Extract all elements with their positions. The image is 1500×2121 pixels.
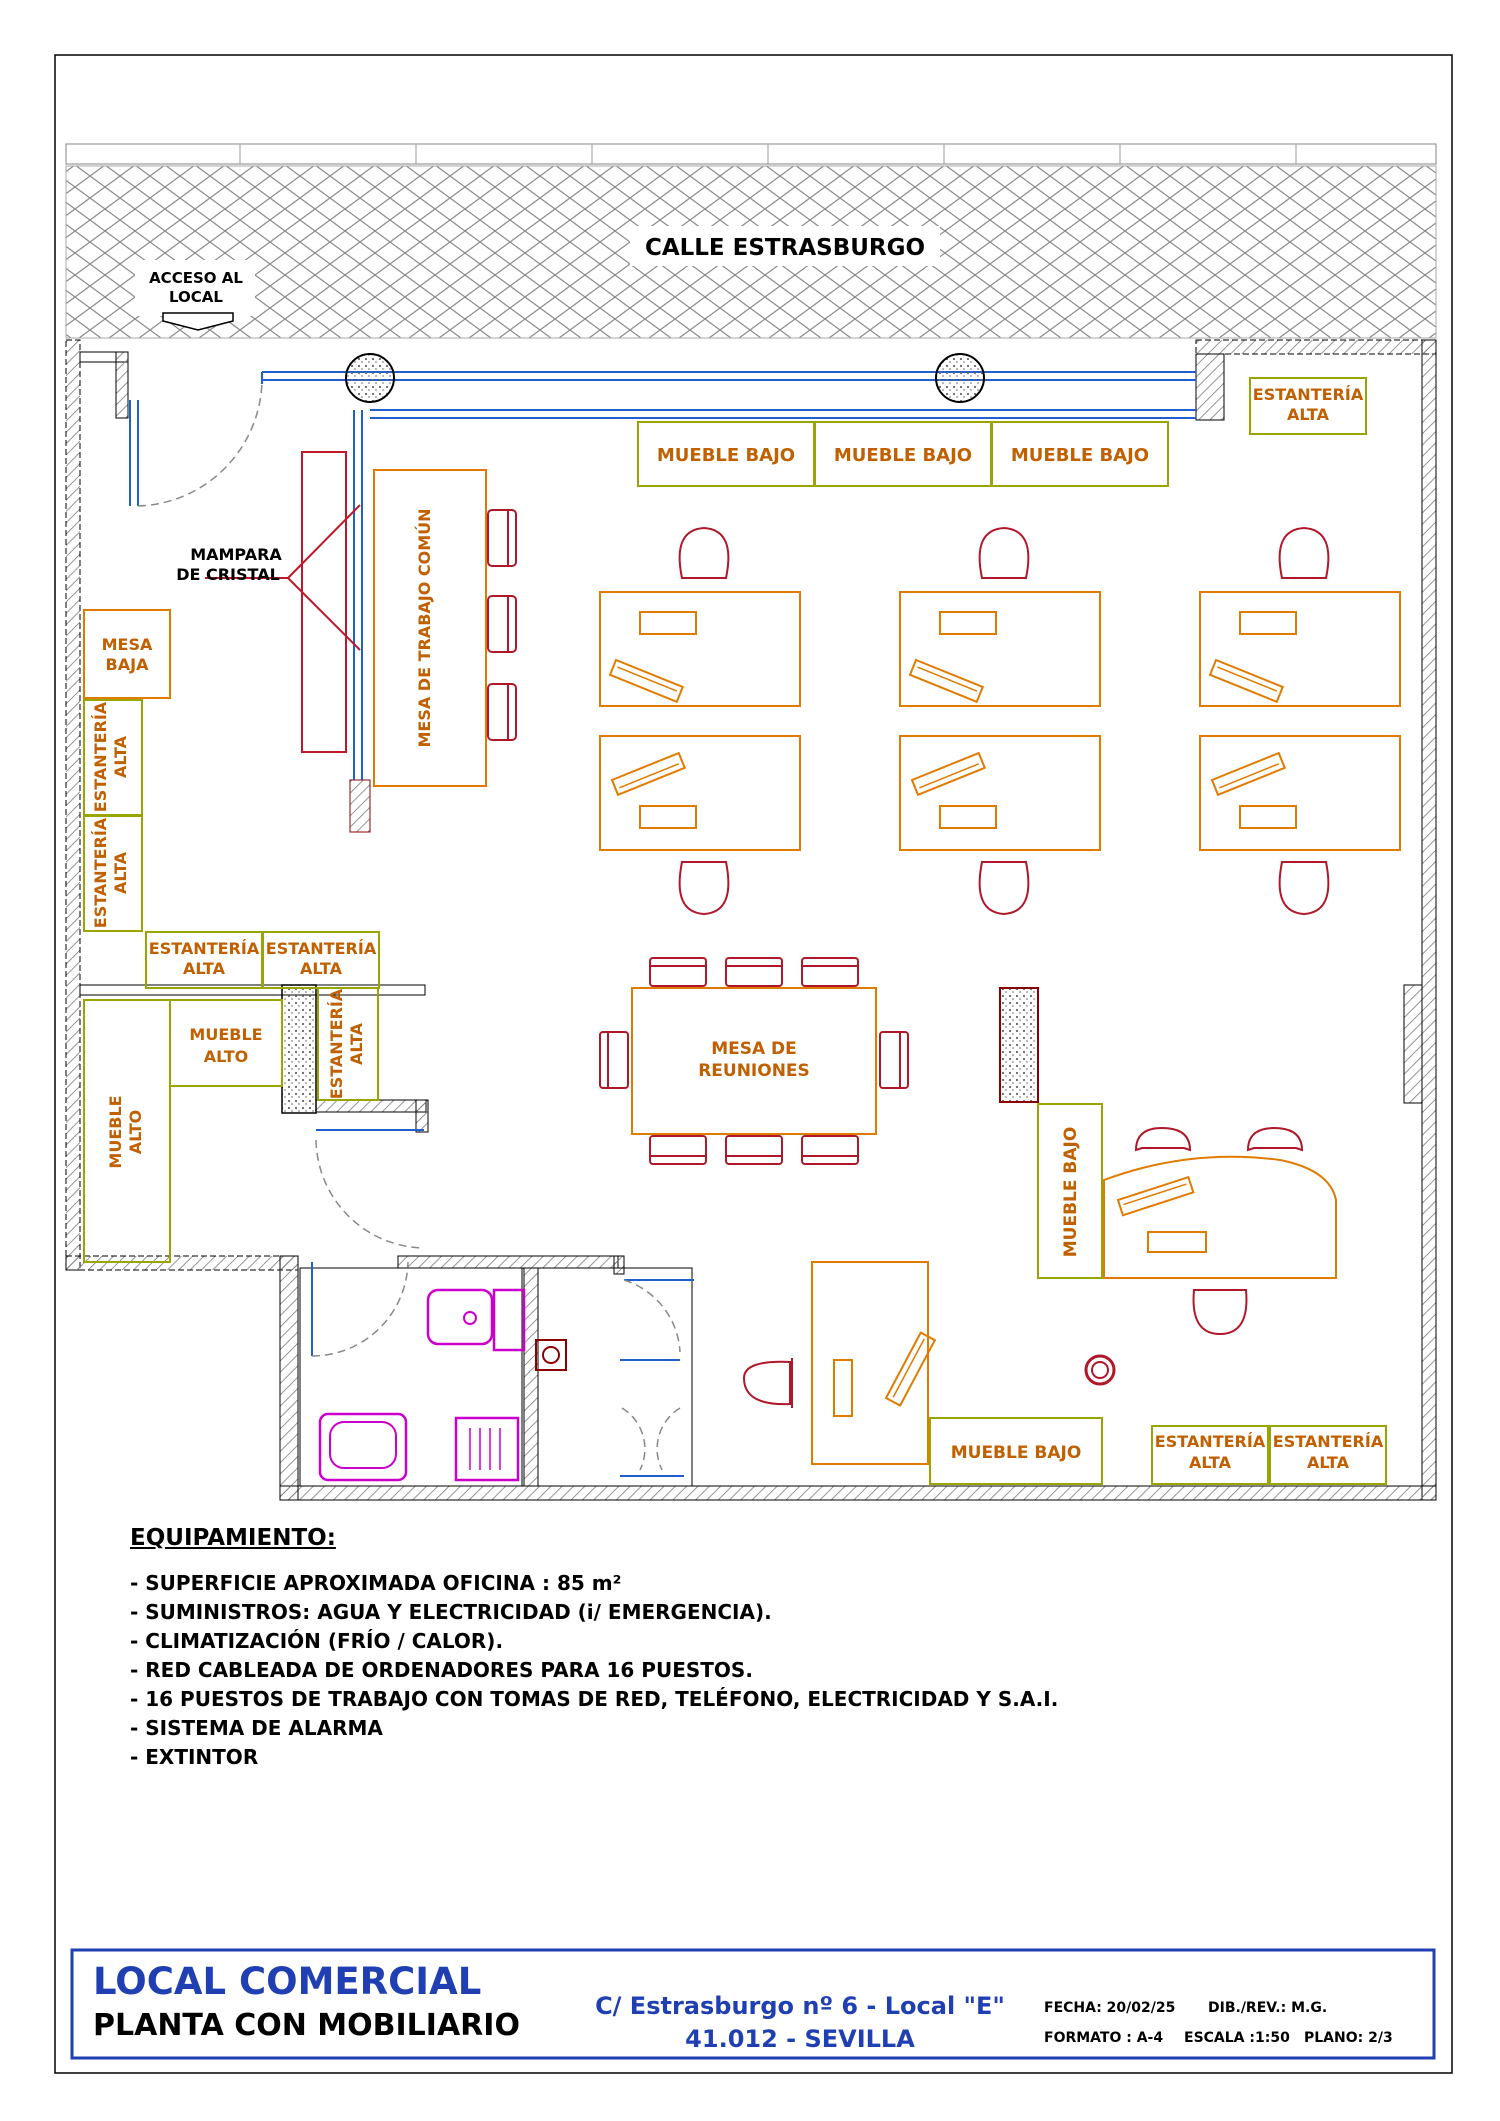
workstation-desk bbox=[1199, 526, 1401, 707]
wc-room bbox=[535, 1267, 694, 1487]
svg-text:ALTA: ALTA bbox=[183, 959, 226, 978]
equipment-section: EQUIPAMIENTO: - SUPERFICIE APROXIMADA OF… bbox=[130, 1525, 1330, 1772]
svg-text:ALTO: ALTO bbox=[126, 1110, 145, 1154]
meta-fecha: FECHA: 20/02/25 bbox=[1044, 2000, 1176, 2016]
address: C/ Estrasburgo nº 6 - Local "E" 41.012 -… bbox=[580, 1990, 1020, 2056]
svg-text:ALTA: ALTA bbox=[111, 851, 130, 894]
column-icon bbox=[935, 353, 985, 403]
equipment-item: - SISTEMA DE ALARMA bbox=[130, 1716, 383, 1740]
svg-text:ALTA: ALTA bbox=[111, 735, 130, 778]
archive-door-swing bbox=[315, 1139, 425, 1249]
equipment-item: - RED CABLEADA DE ORDENADORES PARA 16 PU… bbox=[130, 1658, 753, 1682]
svg-text:ALTA: ALTA bbox=[347, 1022, 366, 1065]
svg-text:MUEBLE: MUEBLE bbox=[189, 1025, 262, 1044]
svg-text:ESTANTERÍA: ESTANTERÍA bbox=[1273, 1432, 1384, 1451]
svg-text:MUEBLE BAJO: MUEBLE BAJO bbox=[834, 445, 972, 466]
svg-text:ESTANTERÍA: ESTANTERÍA bbox=[1155, 1432, 1266, 1451]
street-label: CALLE ESTRASBURGO bbox=[645, 235, 925, 261]
chair-icon bbox=[978, 861, 1030, 916]
svg-text:ESTANTERÍA: ESTANTERÍA bbox=[91, 701, 110, 812]
equipment-title: EQUIPAMIENTO: bbox=[130, 1525, 336, 1551]
chair-icon bbox=[1278, 861, 1330, 916]
workstation-desk bbox=[899, 526, 1101, 707]
meeting-table: MESA DE REUNIONES bbox=[599, 957, 909, 1165]
svg-text:REUNIONES: REUNIONES bbox=[698, 1061, 810, 1081]
title-main: LOCAL COMERCIAL bbox=[93, 1960, 482, 2003]
workstation-desk bbox=[899, 735, 1101, 916]
svg-text:ALTO: ALTO bbox=[204, 1047, 248, 1066]
access-label-line2: LOCAL bbox=[169, 288, 223, 306]
equipment-item: - EXTINTOR bbox=[130, 1745, 259, 1769]
street-area: CALLE ESTRASBURGO ACCESO AL LOCAL bbox=[65, 143, 1437, 339]
equipment-list: - SUPERFICIE APROXIMADA OFICINA : 85 m² … bbox=[130, 1569, 1330, 1772]
access-label-line1: ACCESO AL bbox=[149, 269, 243, 287]
workstation-desk bbox=[599, 526, 801, 707]
sheet-border bbox=[54, 54, 1453, 2074]
column-icon bbox=[345, 353, 395, 403]
svg-text:ESTANTERÍA: ESTANTERÍA bbox=[327, 988, 346, 1099]
svg-text:MUEBLE BAJO: MUEBLE BAJO bbox=[1061, 1127, 1081, 1258]
title-block bbox=[70, 1948, 1436, 2060]
workstation-desk bbox=[1199, 735, 1401, 916]
svg-text:ALTA: ALTA bbox=[1189, 1453, 1232, 1472]
glass-facade bbox=[129, 371, 1196, 780]
glass-partition-label-2: DE CRISTAL bbox=[176, 565, 280, 584]
glass-partition-label-1: MAMPARA bbox=[190, 545, 282, 564]
svg-text:MUEBLE BAJO: MUEBLE BAJO bbox=[657, 445, 795, 466]
svg-text:MUEBLE BAJO: MUEBLE BAJO bbox=[1011, 445, 1149, 466]
left-furniture: MESA BAJA ESTANTERÍA ALTA ESTANTERÍA ALT… bbox=[83, 609, 380, 1263]
svg-text:ALTA: ALTA bbox=[300, 959, 343, 978]
toilet-room bbox=[299, 1261, 526, 1487]
address-line2: 41.012 - SEVILLA bbox=[685, 2025, 915, 2053]
common-work-table-label: MESA DE TRABAJO COMÚN bbox=[415, 508, 434, 747]
entry-door-swing bbox=[137, 379, 263, 507]
low-cabinet-bottom: MUEBLE BAJO ESTANTERÍA ALTA ESTANTERÍA A… bbox=[929, 1417, 1387, 1485]
low-cabinets-top: MUEBLE BAJO MUEBLE BAJO MUEBLE BAJO bbox=[637, 421, 1169, 487]
chair-icon bbox=[1278, 526, 1330, 579]
svg-text:MESA DE: MESA DE bbox=[711, 1039, 797, 1059]
svg-text:ESTANTERÍA: ESTANTERÍA bbox=[266, 939, 377, 958]
title-sub: PLANTA CON MOBILIARIO bbox=[93, 2008, 520, 2043]
svg-text:MESA: MESA bbox=[102, 635, 153, 654]
low-table bbox=[83, 609, 171, 699]
svg-text:MUEBLE: MUEBLE bbox=[106, 1095, 125, 1168]
meta-dib: DIB./REV.: M.G. bbox=[1208, 2000, 1328, 2016]
director-desk: MUEBLE BAJO bbox=[1037, 1103, 1337, 1336]
side-desk bbox=[742, 1261, 937, 1465]
equipment-item: - SUMINISTROS: AGUA Y ELECTRICIDAD (i/ E… bbox=[130, 1600, 772, 1624]
address-line1: C/ Estrasburgo nº 6 - Local "E" bbox=[595, 1992, 1005, 2020]
access-arrow-icon bbox=[162, 312, 234, 331]
svg-text:MUEBLE BAJO: MUEBLE BAJO bbox=[951, 1443, 1082, 1463]
svg-text:ESTANTERÍA: ESTANTERÍA bbox=[149, 939, 260, 958]
walls bbox=[65, 339, 1437, 1501]
glass-partition: MAMPARA DE CRISTAL bbox=[176, 451, 361, 753]
meta-escala: ESCALA :1:50 bbox=[1184, 2030, 1290, 2046]
chair-icon bbox=[678, 861, 730, 916]
workstations bbox=[599, 526, 1401, 916]
svg-text:ALTA: ALTA bbox=[1287, 405, 1330, 424]
fire-extinguisher-icon bbox=[1084, 1354, 1116, 1386]
chair-icon bbox=[978, 526, 1030, 579]
workstation-desk bbox=[599, 735, 801, 916]
svg-text:ESTANTERÍA: ESTANTERÍA bbox=[91, 817, 110, 928]
equipment-item: - 16 PUESTOS DE TRABAJO CON TOMAS DE RED… bbox=[130, 1687, 1059, 1711]
chair-icon bbox=[678, 526, 730, 579]
equipment-item: - SUPERFICIE APROXIMADA OFICINA : 85 m² bbox=[130, 1571, 622, 1595]
stone-pillar bbox=[999, 987, 1039, 1103]
svg-text:BAJA: BAJA bbox=[106, 655, 150, 674]
tall-shelf-top-right: ESTANTERÍA ALTA bbox=[1249, 377, 1367, 435]
meta-plano: PLANO: 2/3 bbox=[1304, 2030, 1393, 2046]
equipment-item: - CLIMATIZACIÓN (FRÍO / CALOR). bbox=[130, 1629, 504, 1653]
common-work-table: MESA DE TRABAJO COMÚN bbox=[373, 469, 517, 787]
svg-text:ALTA: ALTA bbox=[1307, 1453, 1350, 1472]
svg-text:ESTANTERÍA: ESTANTERÍA bbox=[1253, 385, 1364, 404]
meta-formato: FORMATO : A-4 bbox=[1044, 2030, 1164, 2046]
